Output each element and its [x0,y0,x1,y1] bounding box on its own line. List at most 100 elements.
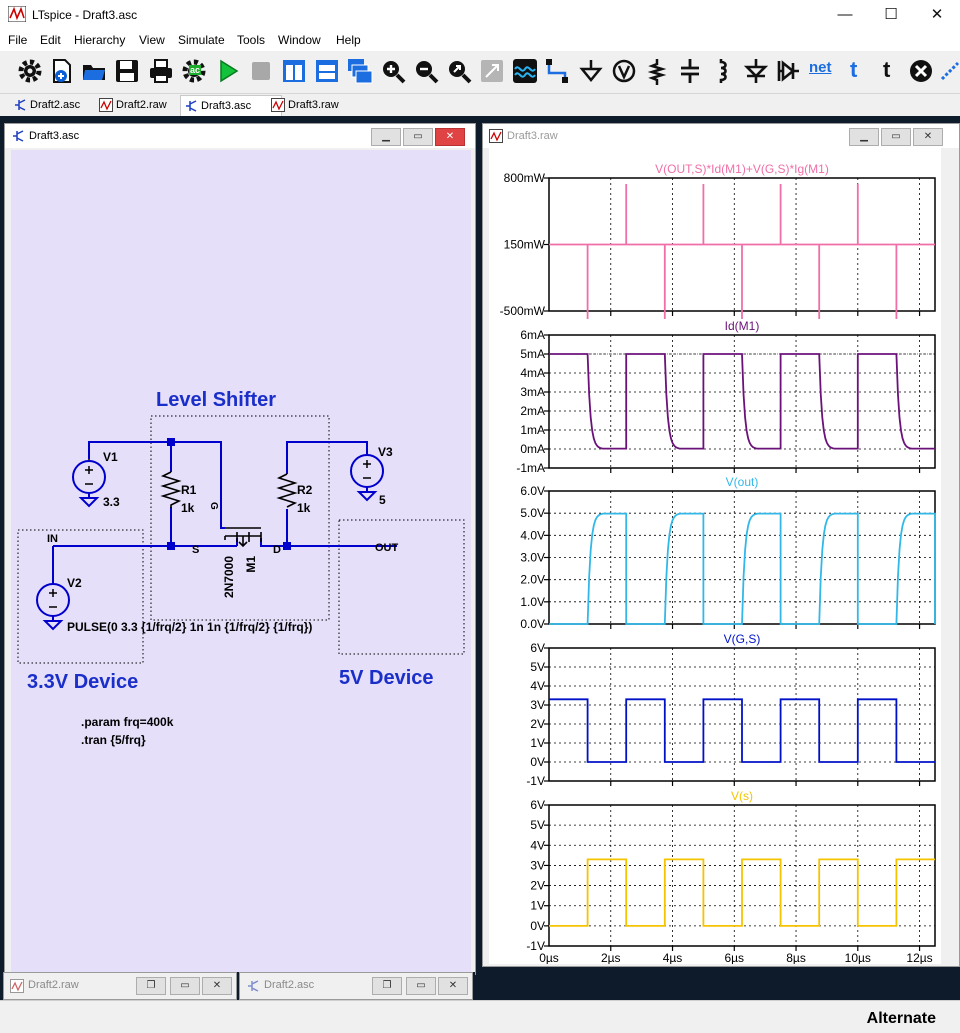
menu-edit[interactable]: Edit [40,33,61,47]
toolbar: ac net t t [0,51,960,94]
maximize-button[interactable]: ☐ [884,6,898,23]
waveform-close-button[interactable]: ✕ [913,128,943,146]
series-line [549,512,936,625]
print-icon[interactable] [147,57,175,85]
series-line [549,184,935,319]
device-5-title: 5V Device [339,667,434,689]
ac-analysis-icon[interactable]: ac [180,57,208,85]
menu-simulate[interactable]: Simulate [178,33,225,47]
save-disk-icon[interactable] [113,57,141,85]
tab-label: Draft2.raw [116,99,167,111]
ground-icon[interactable] [577,57,605,85]
tab-draft3-raw[interactable]: Draft3.raw [268,95,339,115]
menu-window[interactable]: Window [278,33,321,47]
spice-directive-icon[interactable]: t [876,57,904,85]
schematic-close-button[interactable]: ✕ [435,128,465,146]
menu-tools[interactable]: Tools [237,33,266,47]
tab-draft2-asc[interactable]: Draft2.asc [10,95,80,115]
autorange-disabled-icon[interactable] [478,57,506,85]
in-net-label: IN [47,533,58,545]
schematic-icon [15,99,26,111]
halt-stop-icon[interactable] [247,57,275,85]
open-folder-icon[interactable] [80,57,108,85]
v1-voltage-source[interactable] [72,459,106,508]
settings-gear-icon[interactable] [16,57,44,85]
duplicate-icon[interactable] [938,57,960,85]
param-directive: .param frq=400k [81,715,174,729]
v2-name: V2 [67,576,82,590]
minimize-button[interactable]: — [837,6,853,23]
cascade-windows-icon[interactable] [346,57,374,85]
zoom-in-icon[interactable] [379,57,407,85]
tab-draft3-asc[interactable]: Draft3.asc [180,95,282,116]
delete-icon[interactable] [907,57,935,85]
waveform-view-icon[interactable] [511,57,539,85]
r2-resistor[interactable] [276,473,298,508]
t-directive-label: t [883,57,891,82]
v3-voltage-source[interactable] [350,454,384,502]
component-icon[interactable] [775,57,803,85]
maximize-button[interactable]: ▭ [406,977,436,995]
new-schematic-icon[interactable] [48,57,76,85]
r1-resistor[interactable] [160,471,182,508]
zoom-out-icon[interactable] [412,57,440,85]
capacitor-icon[interactable] [676,57,704,85]
menu-help[interactable]: Help [336,33,361,47]
menu-view[interactable]: View [139,33,165,47]
v2-voltage-source[interactable] [36,583,70,631]
diode-icon[interactable] [742,57,770,85]
plot-title: V(G,S) [724,632,761,646]
tab-label: Draft2.asc [30,99,81,111]
y-tick-label: 6V [530,641,545,655]
x-tick-label: 4µs [663,951,683,964]
waveform-restore-button[interactable]: ▭ [881,128,911,146]
m1-mosfet[interactable] [224,527,262,548]
minimized-draft2-raw[interactable]: Draft2.raw ❐ ▭ ✕ [3,972,237,1000]
spice-netlist-icon[interactable]: net [808,57,836,85]
schematic-restore-button[interactable]: ▭ [403,128,433,146]
waveform-plots[interactable]: V(OUT,S)*Id(M1)+V(G,S)*Ig(M1)800mW150mW-… [489,148,941,965]
inductor-icon[interactable] [709,57,737,85]
y-tick-label: 2V [530,717,545,731]
text-icon[interactable]: t [845,57,873,85]
y-tick-label: 4V [530,679,545,693]
minimized-title: Draft2.raw [28,979,79,991]
waveform-icon [271,98,285,112]
minimized-draft2-asc[interactable]: Draft2.asc ❐ ▭ ✕ [239,972,473,1000]
schematic-canvas[interactable]: V1 3.3 R1 1k R2 1k [11,150,471,984]
device-33-title: 3.3V Device [27,671,138,693]
tab-label: Draft3.raw [288,99,339,111]
schematic-window-titlebar[interactable]: Draft3.asc ▁ ▭ ✕ [5,124,475,148]
close-button[interactable]: ✕ [202,977,232,995]
zoom-fit-icon[interactable] [445,57,473,85]
tile-vertical-icon[interactable] [280,57,308,85]
y-tick-label: 1.0V [520,595,545,609]
restore-button[interactable]: ❐ [136,977,166,995]
menu-hierarchy[interactable]: Hierarchy [74,33,126,47]
run-play-icon[interactable] [214,57,242,85]
schematic-minimize-button[interactable]: ▁ [371,128,401,146]
waveform-window-titlebar[interactable]: Draft3.raw ▁ ▭ ✕ [483,124,959,148]
x-tick-label: 0µs [539,951,559,964]
schematic-drawing[interactable]: V1 3.3 R1 1k R2 1k [11,150,471,984]
y-tick-label: 5V [530,818,545,832]
label-net-icon[interactable] [610,57,638,85]
close-button[interactable]: ✕ [438,977,468,995]
y-tick-label: 150mW [504,238,546,252]
menu-file[interactable]: File [8,33,28,47]
tile-horizontal-icon[interactable] [313,57,341,85]
tab-draft2-raw[interactable]: Draft2.raw [96,95,167,115]
y-tick-label: 5.0V [520,506,545,520]
draw-wire-icon[interactable] [544,57,572,85]
v1-value: 3.3 [103,495,120,509]
y-tick-label: 6.0V [520,484,545,498]
waveform-minimize-button[interactable]: ▁ [849,128,879,146]
restore-button[interactable]: ❐ [372,977,402,995]
y-tick-label: 2mA [520,404,545,418]
close-button[interactable]: ✕ [930,6,944,23]
maximize-button[interactable]: ▭ [170,977,200,995]
resistor-icon[interactable] [643,57,671,85]
v1-name: V1 [103,450,118,464]
tran-directive: .tran {5/frq} [81,733,146,747]
